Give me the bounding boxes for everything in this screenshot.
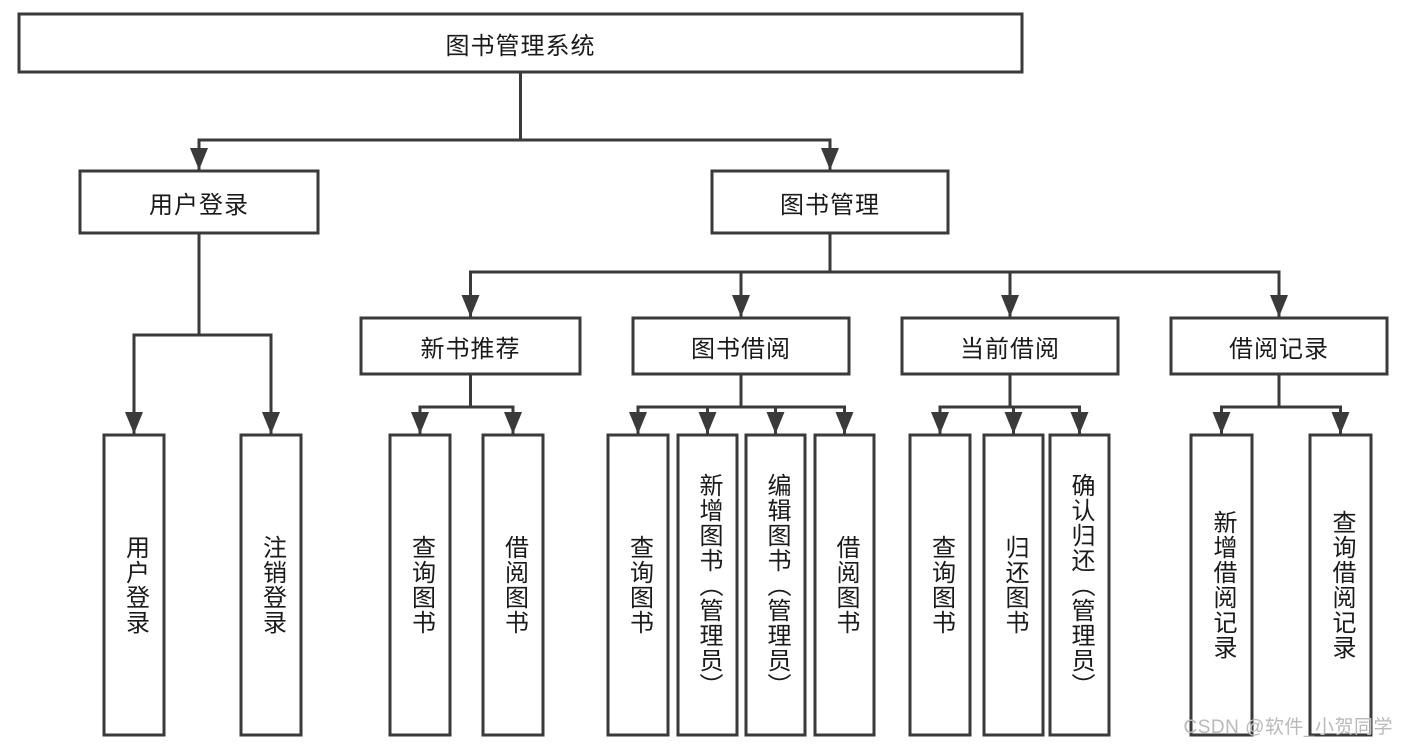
node-box-query-book-3[interactable] — [908, 433, 972, 737]
node-box-query-book-1[interactable] — [388, 433, 452, 737]
node-boxes — [17, 12, 1389, 737]
node-box-query-borrow-record[interactable] — [1308, 433, 1373, 737]
arrow-head-icon — [698, 412, 717, 434]
arrow-head-icon — [1070, 412, 1089, 434]
node-box-query-book-2[interactable] — [606, 433, 670, 737]
node-box-return-book[interactable] — [982, 433, 1045, 737]
arrow-head-icon — [411, 412, 429, 434]
node-box-borrow-records[interactable] — [1169, 316, 1389, 376]
node-box-root[interactable] — [17, 12, 1024, 74]
arrow-head-icon — [1004, 412, 1023, 434]
arrow-head-icon — [766, 412, 785, 434]
arrow-head-icon — [821, 148, 839, 170]
node-box-add-borrow-record[interactable] — [1189, 433, 1254, 737]
node-box-user-logout[interactable] — [239, 433, 303, 737]
connector-lines — [125, 70, 1350, 435]
arrow-head-icon — [931, 412, 949, 434]
arrow-head-icon — [125, 412, 143, 434]
node-box-add-book[interactable] — [676, 433, 739, 737]
watermark-text: CSDN @软件_小贺同学 — [1183, 717, 1393, 738]
node-box-borrow-book-2[interactable] — [813, 433, 876, 737]
node-box-edit-book[interactable] — [744, 433, 807, 737]
arrow-head-icon — [190, 148, 208, 170]
arrow-head-icon — [629, 412, 647, 434]
node-box-confirm-return[interactable] — [1048, 433, 1111, 737]
node-box-current-borrow[interactable] — [900, 316, 1120, 376]
arrow-head-icon — [504, 412, 522, 434]
arrow-head-icon — [1331, 412, 1350, 434]
node-box-new-book-recommend[interactable] — [359, 316, 582, 376]
node-box-user-login-do[interactable] — [102, 433, 166, 737]
node-box-book-management[interactable] — [710, 169, 950, 235]
arrow-head-icon — [1001, 295, 1019, 317]
node-box-user-login[interactable] — [78, 169, 320, 235]
node-box-book-borrow[interactable] — [631, 316, 851, 376]
arrow-head-icon — [262, 412, 280, 434]
arrow-head-icon — [732, 295, 750, 317]
node-box-borrow-book-1[interactable] — [481, 433, 545, 737]
arrow-head-icon — [461, 295, 480, 317]
arrow-head-icon — [1270, 295, 1288, 317]
arrow-head-icon — [1212, 412, 1231, 434]
arrow-head-icon — [835, 412, 854, 434]
